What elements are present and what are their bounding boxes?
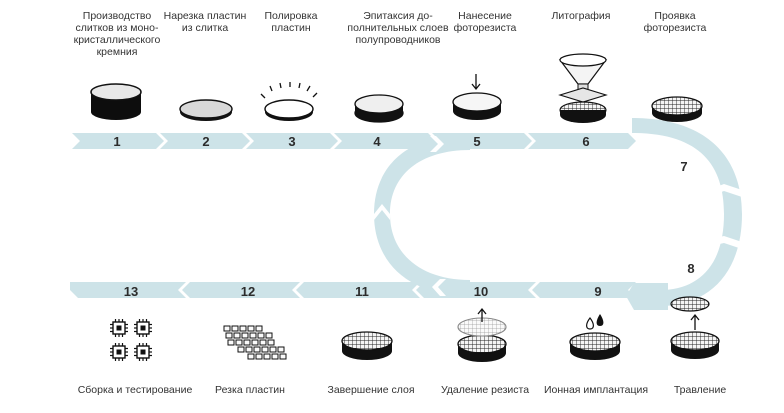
step-label-4: Эпитаксия до- полнительных слоев полупро… [347, 10, 449, 46]
step-label-8: Травление [673, 384, 727, 396]
wafer-dicing-icon [223, 325, 287, 360]
arrow-segment-2 [160, 133, 250, 149]
step-number-1: 1 [113, 134, 121, 149]
step-label-12: Резка пластин [215, 384, 285, 396]
loop-notch-left [374, 204, 390, 220]
step-number-12: 12 [240, 284, 256, 299]
arrow-segment-4 [334, 133, 436, 149]
chip-assembly-icon [110, 319, 152, 361]
curve-notch-2 [706, 236, 742, 249]
polished-wafer-icon [260, 82, 318, 121]
step-number-5: 5 [473, 134, 481, 149]
step-label-10: Удаление резиста [440, 384, 530, 396]
flow-arrows [70, 118, 742, 310]
curve-notch-1 [708, 184, 742, 197]
step-label-3: Полировка пластин [264, 10, 318, 34]
arrow-segment-1 [72, 133, 164, 149]
step-label-1: Производство слитков из моно- кристаллич… [73, 10, 161, 58]
wafer-disc-icon [179, 99, 233, 121]
etching-icon [670, 296, 720, 359]
silicon-ingot-icon [90, 83, 142, 120]
step-label-5: Нанесение фоторезиста [453, 10, 517, 34]
step-number-2: 2 [202, 134, 210, 149]
layer-complete-icon [341, 331, 393, 360]
loop-notch-bottom [432, 279, 446, 296]
step-number-10: 10 [473, 284, 489, 299]
arrow-segment-6 [528, 133, 636, 149]
ion-implant-icon [569, 314, 621, 360]
step-label-6: Литография [551, 10, 611, 22]
arrow-segment-13 [70, 282, 186, 298]
step-label-9: Ионная имплантация [543, 384, 649, 396]
lithography-icon [558, 53, 608, 123]
step-label-13: Сборка и тестирование [77, 384, 193, 396]
step-number-7: 7 [680, 159, 688, 174]
step-number-3: 3 [288, 134, 296, 149]
resist-removal-icon [457, 307, 507, 362]
step-number-8: 8 [687, 261, 695, 276]
arrow-head-right [626, 283, 668, 310]
step-label-11: Завершение слоя [327, 384, 415, 396]
arrow-segment-12 [182, 282, 300, 298]
step-label-7: Проявка фоторезиста [643, 10, 707, 34]
arrow-segment-9 [532, 282, 636, 298]
step-number-9: 9 [594, 284, 602, 299]
step-number-13: 13 [123, 284, 139, 299]
arrow-segment-11 [296, 282, 420, 298]
arrow-segment-3 [246, 133, 338, 149]
step-number-11: 11 [355, 284, 369, 299]
arrow-loop-inner [374, 134, 470, 296]
loop-notch-top [430, 136, 444, 152]
epitaxy-wafer-icon [354, 94, 404, 123]
step-number-4: 4 [373, 134, 381, 149]
photoresist-wafer-icon [452, 74, 502, 120]
step-label-2: Нарезка пластин из слитка [163, 10, 247, 34]
step-number-6: 6 [582, 134, 590, 149]
arrow-curve-right [632, 118, 742, 306]
developed-wafer-icon [651, 96, 703, 122]
